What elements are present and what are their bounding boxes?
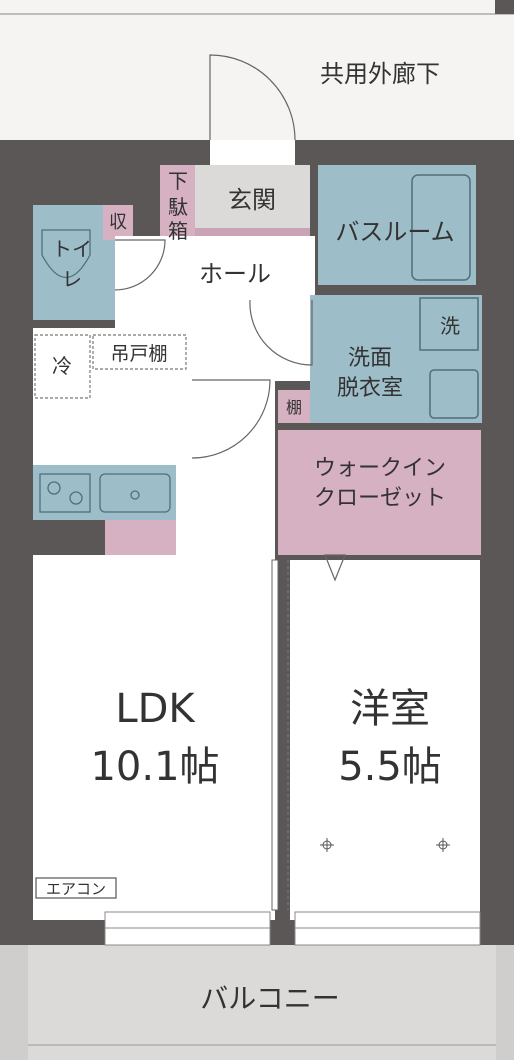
vanity-sink xyxy=(429,369,479,419)
balcony-label: バルコニー xyxy=(200,982,339,1015)
hall-label: ホール xyxy=(199,260,271,288)
toilet-label-1: トイ xyxy=(52,237,92,261)
corridor-rail xyxy=(495,0,514,14)
washroom-door-swing xyxy=(249,299,313,366)
western-name: 洋室 xyxy=(350,686,430,732)
fridge-space xyxy=(34,334,91,399)
hanging-cabinet xyxy=(92,334,187,370)
wic-door-swing xyxy=(324,554,346,582)
wic-label-2: クローゼット xyxy=(314,486,446,511)
corridor-area xyxy=(0,0,514,140)
ldk-floor xyxy=(33,555,275,920)
shelf-label: 棚 xyxy=(286,398,302,417)
hanging-cabinet-label: 吊戸棚 xyxy=(110,343,167,365)
stove-burners xyxy=(39,473,91,513)
bathroom-label: バスルーム xyxy=(335,218,454,246)
genkan-step xyxy=(195,228,310,236)
aircon-box xyxy=(35,877,117,899)
entrance-door-swing xyxy=(209,54,296,141)
toilet-door-swing xyxy=(114,239,166,291)
aircon-label: エアコン xyxy=(46,880,106,898)
washroom-label-1: 洗面 xyxy=(348,346,392,371)
getabako-label-top: 下 xyxy=(168,169,188,193)
western-room xyxy=(290,560,480,920)
balcony-rail-right xyxy=(496,945,514,1060)
getabako xyxy=(160,165,195,240)
corridor-label: 共用外廊下 xyxy=(320,60,440,88)
toilet-room xyxy=(33,205,115,320)
wic-room xyxy=(278,430,481,555)
toilet-label-2: レ xyxy=(62,267,82,291)
genkan-label: 玄関 xyxy=(228,186,276,214)
fridge-label: 冷 xyxy=(52,354,72,378)
getabako-label-mid: 駄 xyxy=(168,195,188,219)
bathtub xyxy=(411,174,471,281)
balcony-area xyxy=(0,945,514,1060)
entrance-door-frame xyxy=(210,140,295,165)
wic-label-1: ウォークイン xyxy=(314,456,446,481)
storage-small xyxy=(103,205,133,240)
washroom-label-2: 脱衣室 xyxy=(337,376,403,401)
ldk-size: 10.1帖 xyxy=(90,744,219,790)
burner-2 xyxy=(69,491,83,505)
ceiling-light-icon xyxy=(436,838,450,852)
kitchen-pink-strip xyxy=(105,520,176,555)
kitchen-sink xyxy=(99,473,171,513)
toilet-bowl-icon xyxy=(41,229,91,279)
shelf-box xyxy=(278,390,310,423)
ceiling-light-icon xyxy=(320,838,334,852)
getabako-label-bot: 箱 xyxy=(168,219,188,243)
balcony-rail-left xyxy=(0,945,28,1060)
bathroom-room xyxy=(318,165,476,285)
ldk-name: LDK xyxy=(115,686,196,732)
western-size: 5.5帖 xyxy=(338,744,442,790)
sink-drain xyxy=(130,490,140,500)
washroom-room xyxy=(310,295,482,423)
storage-small-label: 収 xyxy=(109,212,127,233)
burner-1 xyxy=(47,481,61,495)
ldk-door-swing xyxy=(191,379,271,459)
genkan-room xyxy=(195,165,310,230)
washing-machine xyxy=(419,297,479,351)
washer-label: 洗 xyxy=(440,314,460,338)
ldk-upper-floor xyxy=(176,465,275,560)
sliding-door-track xyxy=(271,559,279,911)
